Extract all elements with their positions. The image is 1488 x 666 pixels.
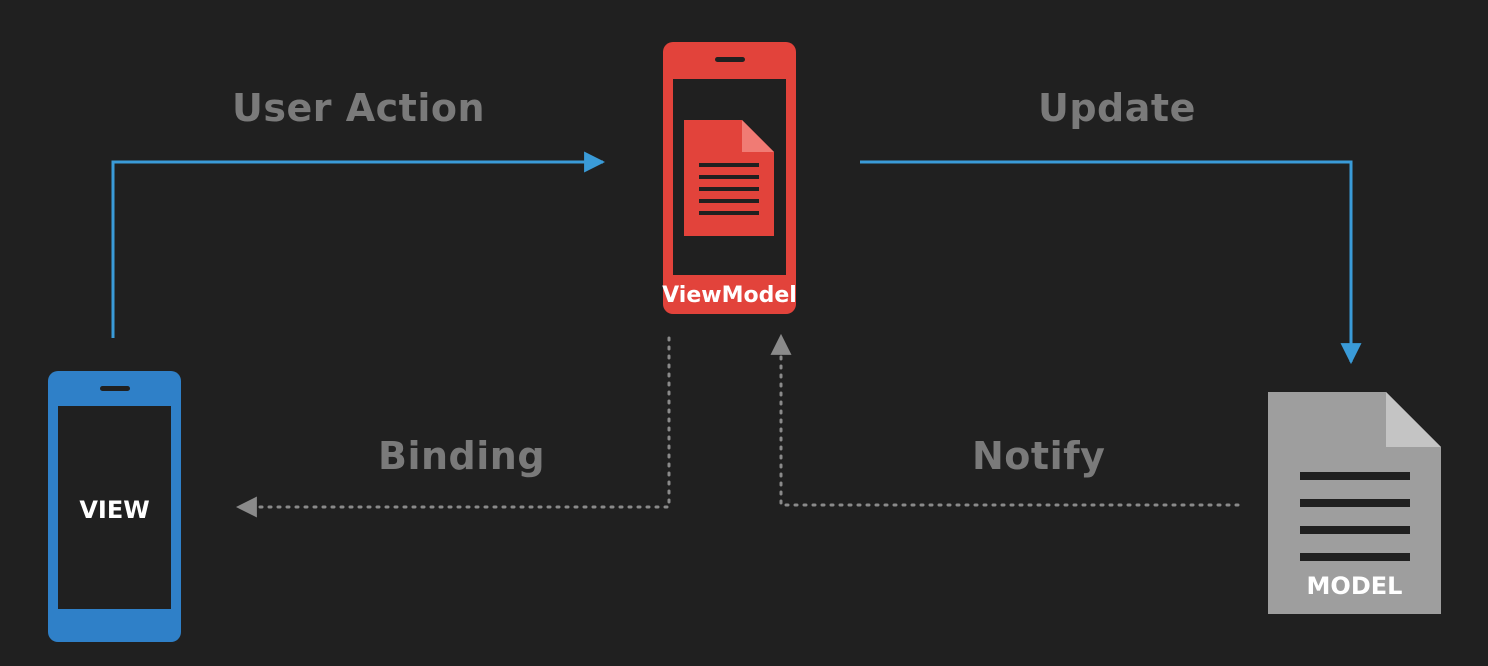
view-phone-icon	[48, 371, 181, 642]
model-document-icon	[1268, 392, 1441, 614]
viewmodel-label: ViewModel	[662, 283, 797, 308]
binding-arrow	[235, 336, 671, 518]
update-arrow	[860, 160, 1362, 365]
notify-arrow	[770, 333, 1240, 507]
model-label: MODEL	[1306, 572, 1403, 600]
update-label: Update	[1038, 86, 1196, 130]
binding-label: Binding	[378, 434, 546, 478]
user-action-label: User Action	[232, 86, 486, 130]
view-label: VIEW	[79, 496, 150, 524]
viewmodel-document-icon	[684, 120, 774, 236]
user-action-arrow	[111, 151, 606, 338]
notify-label: Notify	[972, 434, 1106, 478]
